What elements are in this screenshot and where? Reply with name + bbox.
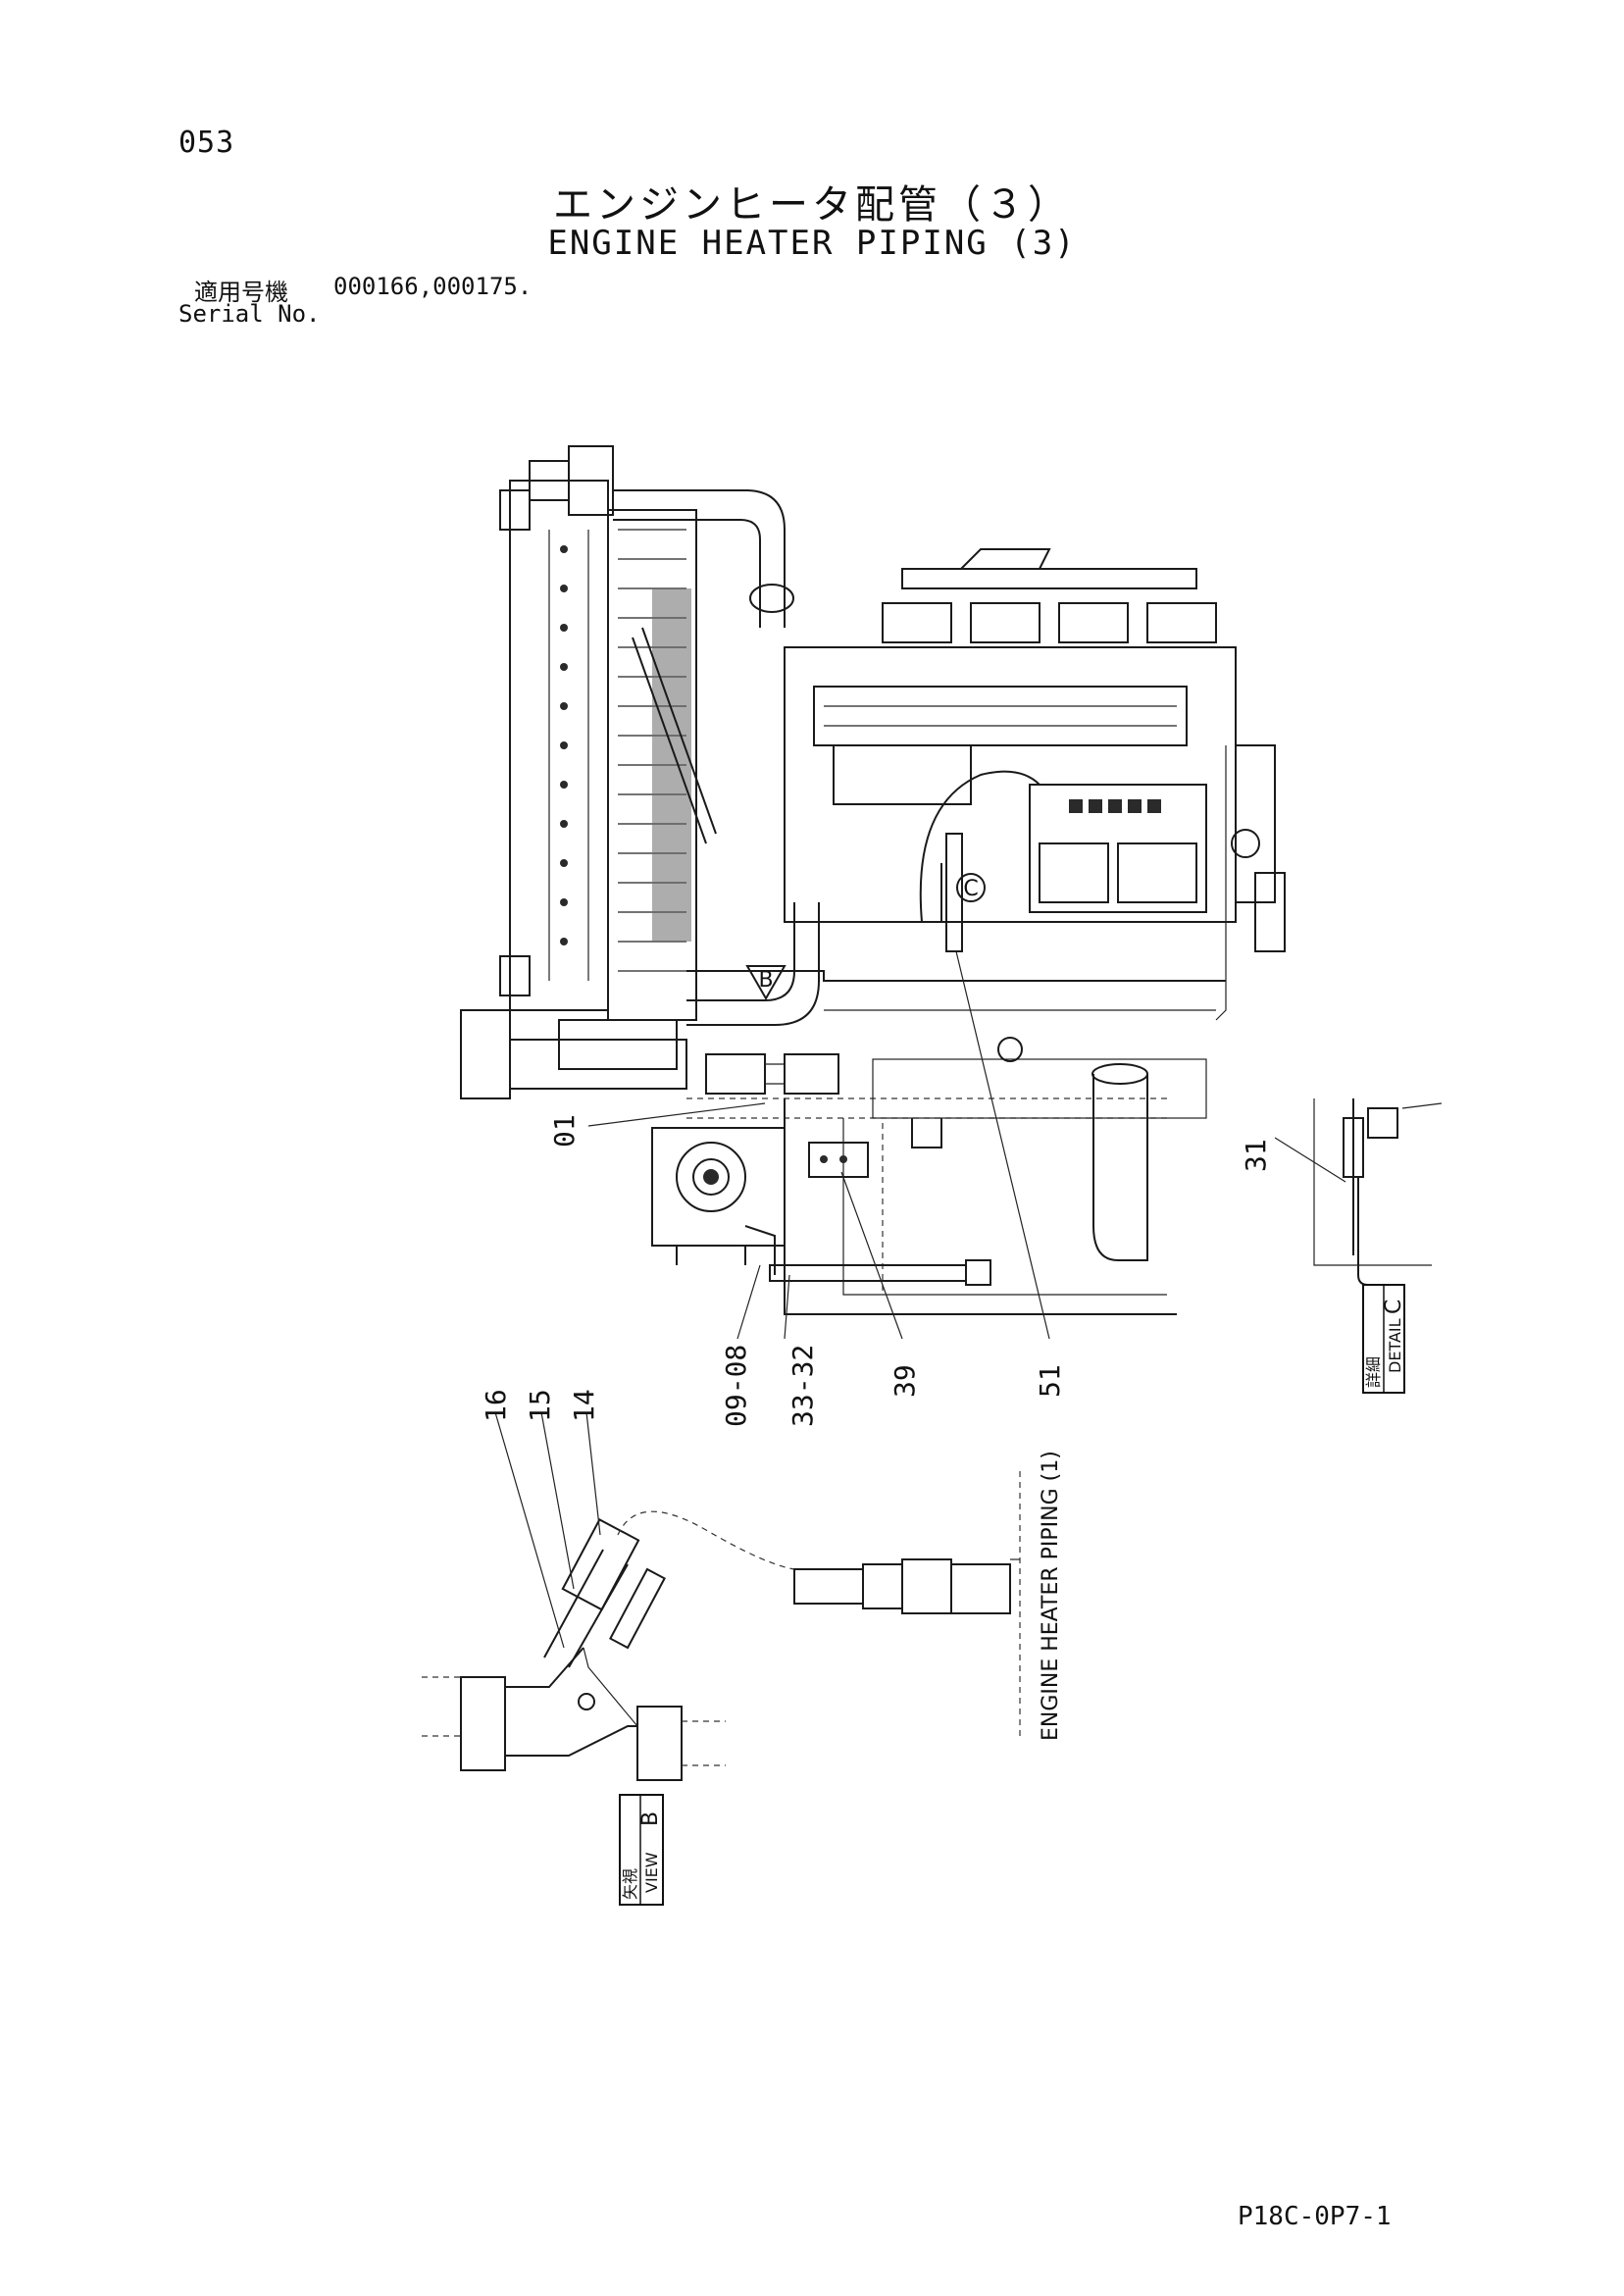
detail-c-letter: C	[1382, 1300, 1406, 1314]
detail-c-box: 詳細 DETAIL C	[1362, 1284, 1406, 1394]
callout-16: 16	[480, 1389, 512, 1422]
page-title-japanese: エンジンヒータ配管（３）	[553, 182, 1071, 228]
reference-engine-heater-piping-1: ENGINE HEATER PIPING (1)	[1039, 1451, 1063, 1741]
view-b-drawing: 16 15 14	[422, 1389, 1021, 1781]
callout-33-32: 33-32	[787, 1345, 819, 1427]
detail-c-drawing: 31	[1240, 1098, 1443, 1286]
callout-51: 51	[1034, 1364, 1066, 1398]
serial-label-japanese: 適用号機	[194, 279, 288, 306]
view-b-jp: 矢視	[621, 1868, 639, 1900]
callout-01: 01	[548, 1114, 581, 1148]
page-title-english: ENGINE HEATER PIPING (3)	[547, 224, 1077, 263]
detail-c-jp: 詳細	[1364, 1356, 1383, 1388]
page-number: 053	[178, 126, 235, 160]
callout-31: 31	[1240, 1139, 1272, 1172]
view-b-en: VIEW	[642, 1852, 661, 1893]
engine-assembly: C B	[460, 445, 1286, 1340]
callout-15: 15	[524, 1389, 556, 1422]
callout-14: 14	[568, 1389, 600, 1422]
document-code: P18C-0P7-1	[1238, 2202, 1392, 2231]
view-b-letter: B	[638, 1811, 663, 1826]
serial-numbers: 000166,000175.	[333, 273, 533, 300]
marker-c-label: C	[963, 877, 978, 901]
view-b-box: 矢視 VIEW B	[619, 1794, 664, 1906]
callout-39: 39	[888, 1364, 921, 1398]
marker-b-label: B	[758, 968, 773, 993]
main-callouts: 01 09-08 33-32 39 51	[548, 1114, 1066, 1427]
callout-09-08: 09-08	[720, 1345, 752, 1427]
radiator-frame	[509, 480, 609, 1011]
serial-label-english: Serial No.	[178, 300, 321, 328]
detail-c-en: DETAIL	[1386, 1318, 1404, 1373]
